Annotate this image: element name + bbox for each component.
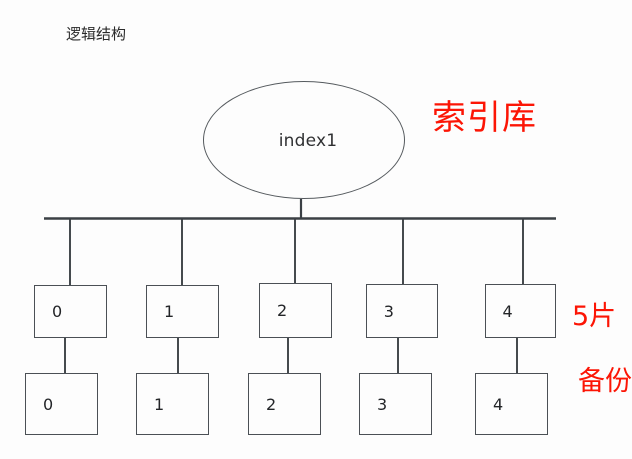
replica-label-2: 2 <box>266 394 277 414</box>
replica-label-0: 0 <box>43 394 54 414</box>
annotation-index-library: 索引库 <box>432 98 537 138</box>
replica-box-3[interactable]: 3 <box>359 373 432 435</box>
shard-label-2: 2 <box>277 301 288 320</box>
replica-box-1[interactable]: 1 <box>136 373 209 435</box>
shard-box-0[interactable]: 0 <box>34 285 107 338</box>
index-node-label: index1 <box>278 131 338 151</box>
index-node-ellipse[interactable]: index1 <box>203 81 405 199</box>
replica-box-4[interactable]: 4 <box>475 373 548 435</box>
shard-box-2[interactable]: 2 <box>259 283 332 338</box>
replica-box-0[interactable]: 0 <box>25 373 98 435</box>
shard-label-0: 0 <box>52 302 63 321</box>
replica-box-2[interactable]: 2 <box>248 373 321 435</box>
shard-box-3[interactable]: 3 <box>366 284 438 338</box>
replica-label-3: 3 <box>377 394 388 414</box>
annotation-replica: 备份 <box>578 366 632 397</box>
shard-box-1[interactable]: 1 <box>146 285 219 338</box>
shard-label-4: 4 <box>502 301 513 321</box>
shard-label-3: 3 <box>383 301 394 321</box>
annotation-shard-count: 5片 <box>572 301 617 332</box>
shard-box-4[interactable]: 4 <box>485 284 556 338</box>
shard-label-1: 1 <box>164 302 175 321</box>
replica-label-4: 4 <box>493 394 504 414</box>
page-title: 逻辑结构 <box>66 25 127 43</box>
replica-label-1: 1 <box>154 394 165 414</box>
